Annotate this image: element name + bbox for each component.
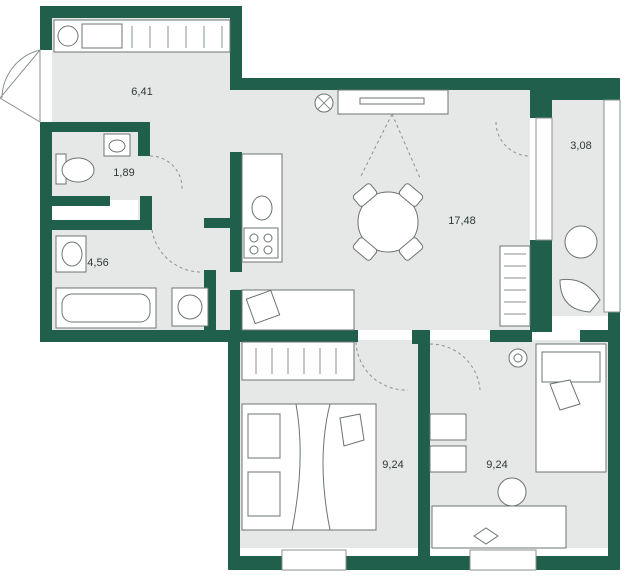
stove-icon [241,153,283,263]
bed-icon [241,403,377,531]
washing-machine-icon [171,287,209,327]
area-label-balcony: 3,08 [570,140,591,152]
desk-icon [431,477,567,549]
radiator-icon [499,245,531,327]
area-label-bedroom-right: 9,24 [486,459,507,471]
area-label-hall: 6,41 [131,86,152,98]
wc-door-swing [149,155,183,191]
windows [281,99,621,571]
area-label-kitchen-living: 17,48 [448,215,476,227]
wardrobe-icon [241,341,355,381]
wardrobe-icon [53,19,231,53]
bathtub-icon [55,287,157,329]
toilet-icon [55,153,95,185]
armchair-icon [559,225,601,313]
bathroom-door-swing [151,229,201,273]
door-swing-icon [0,48,41,123]
lamp-icon [508,348,528,368]
shelf-icon [429,413,467,473]
room-area-labels: 6,41 1,89 4,56 3,08 17,48 9,24 9,24 [87,86,591,471]
area-label-bedroom-left: 9,24 [382,459,403,471]
area-label-wc: 1,89 [113,167,134,179]
tv-icon [337,89,449,179]
dining-table-icon [352,183,424,261]
kitchen-counter [241,289,355,331]
balcony-door-swing [495,121,531,157]
sink-icon [55,235,87,273]
bed-icon [535,343,607,473]
sink-icon [103,133,131,157]
area-label-bathroom: 4,56 [87,257,108,269]
walls [40,6,620,570]
bedroom-right-door-swing [429,343,481,391]
fan-icon [314,93,334,113]
